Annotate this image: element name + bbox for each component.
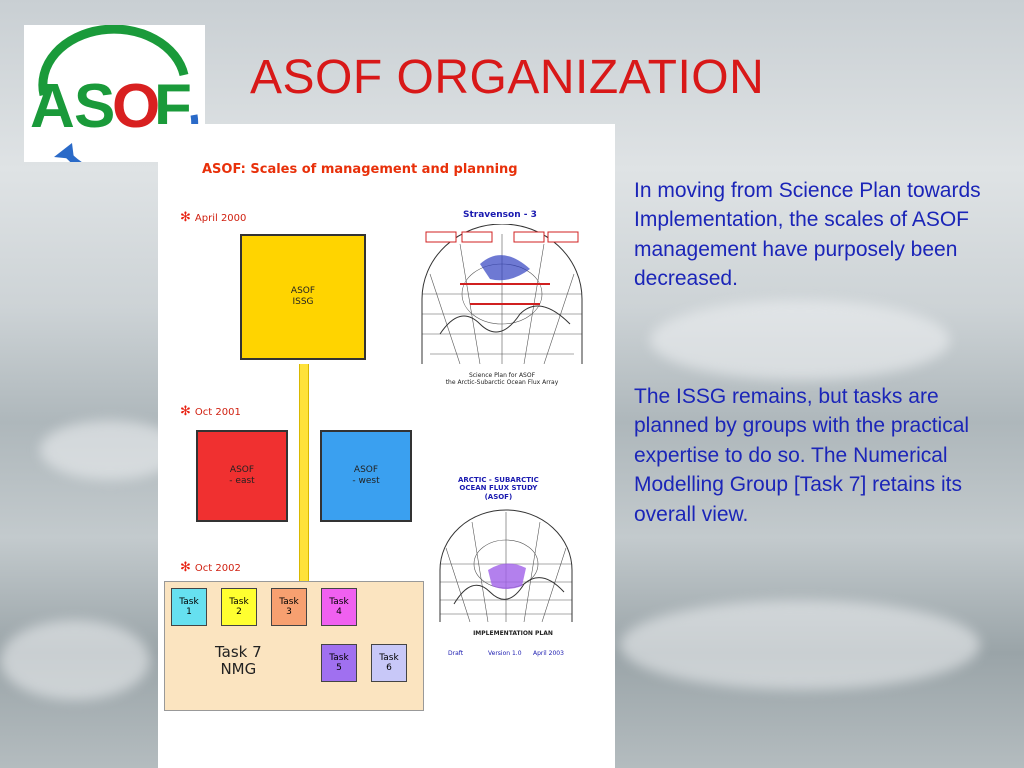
date-label: ✻April 2000 [180, 210, 246, 225]
ice-floe [650, 300, 950, 380]
map2-caption: IMPLEMENTATION PLAN [473, 630, 553, 637]
map2-footer-version: Version 1.0 [488, 650, 522, 657]
date-label: ✻Oct 2002 [180, 560, 241, 575]
asof-logo: A S O F [24, 25, 205, 162]
asof-west-box: ASOF - west [320, 430, 412, 522]
nmg-label: Task 7 NMG [215, 643, 262, 679]
map2-footer-date: April 2003 [533, 650, 564, 657]
timeline-arrow-shaft [299, 364, 309, 694]
map2-footer-draft: Draft [448, 650, 464, 657]
issg-box: ASOF ISSG [240, 234, 366, 360]
date-label: ✻Oct 2001 [180, 404, 241, 419]
task-box-3: Task 3 [271, 588, 307, 626]
task-box-6: Task 6 [371, 644, 407, 682]
asof-east-box: ASOF - east [196, 430, 288, 522]
ice-floe [620, 600, 980, 690]
logo-o: O [112, 72, 160, 141]
ice-floe [40, 420, 180, 480]
body-paragraph-2: The ISSG remains, but tasks are planned … [634, 385, 970, 526]
asterisk-icon: ✻ [180, 210, 191, 225]
task-box-1: Task 1 [171, 588, 207, 626]
ice-floe [0, 620, 150, 700]
map1-caption: Science Plan for ASOF the Arctic-Subarct… [445, 372, 559, 387]
task-box-2: Task 2 [221, 588, 257, 626]
nmg-panel: Task 1 Task 2 Task 3 Task 4 Task 5 Task … [164, 581, 424, 711]
logo-a: A [30, 72, 75, 141]
task-box-4: Task 4 [321, 588, 357, 626]
body-paragraph-1: In moving from Science Plan towards Impl… [634, 179, 981, 291]
asterisk-icon: ✻ [180, 560, 191, 575]
diagram-title: ASOF: Scales of management and planning [202, 162, 518, 177]
management-diagram: ASOF: Scales of management and planning … [158, 124, 615, 768]
date-text: Oct 2001 [194, 407, 241, 418]
arctic-map-2 [439, 509, 573, 622]
map1-title: Stravenson - 3 [463, 210, 537, 220]
map2-title: ARCTIC - SUBARCTIC OCEAN FLUX STUDY (ASO… [458, 476, 539, 501]
asterisk-icon: ✻ [180, 404, 191, 419]
slide-title: ASOF ORGANIZATION [250, 51, 765, 104]
task-box-5: Task 5 [321, 644, 357, 682]
logo-s: S [74, 72, 115, 141]
arctic-map-1 [421, 224, 583, 364]
asof-logo-graphic: A S O F [30, 25, 199, 162]
date-text: April 2000 [194, 213, 247, 224]
date-text: Oct 2002 [194, 563, 241, 574]
